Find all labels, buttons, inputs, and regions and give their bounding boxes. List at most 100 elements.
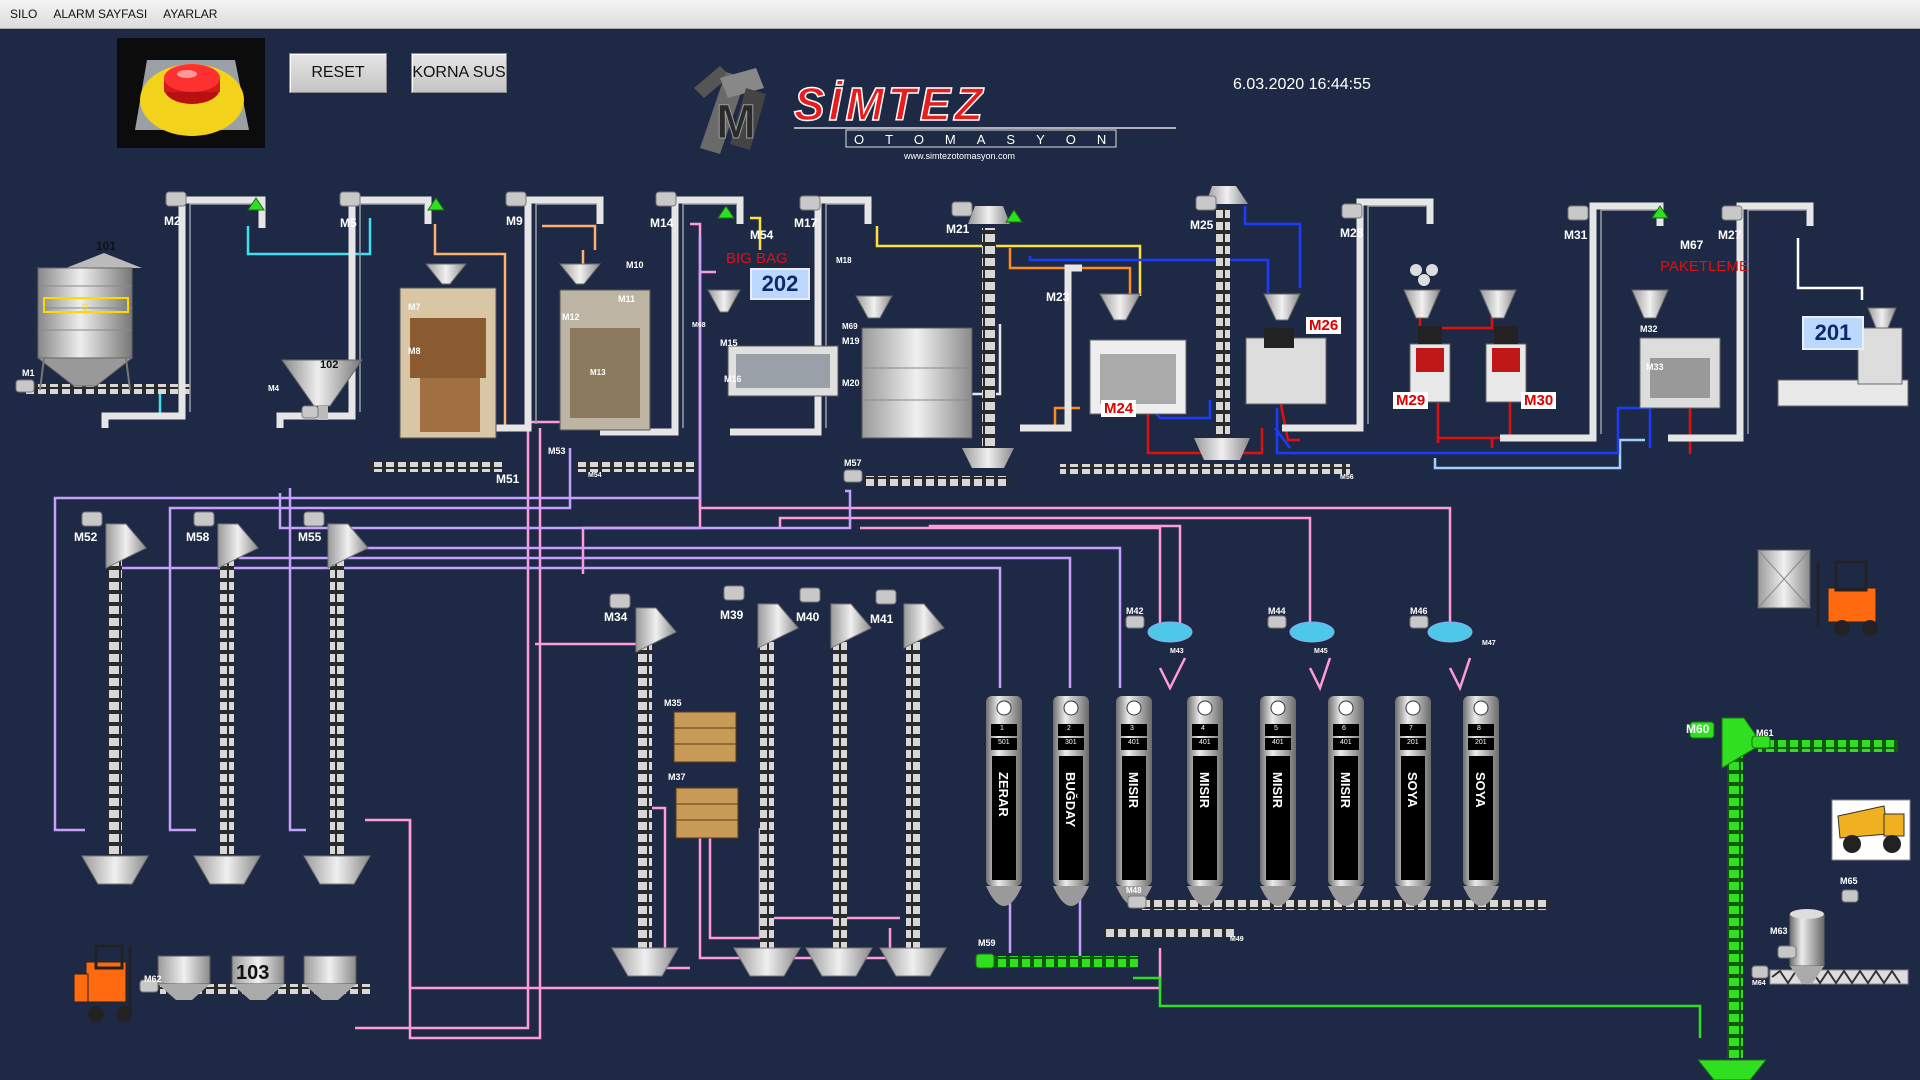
tag-m30: M30 xyxy=(1521,392,1557,409)
silo-4-name[interactable]: MISIR xyxy=(1197,772,1212,809)
silo-2-no: 2 xyxy=(1067,725,1071,732)
menu-silo[interactable]: SILO xyxy=(10,7,38,21)
elevator-heads-feet xyxy=(81,523,947,977)
motor-m57[interactable]: M57 xyxy=(844,458,862,468)
motor-m52[interactable]: M52 xyxy=(74,530,98,544)
distributors xyxy=(1147,621,1473,643)
motor-m47[interactable]: M47 xyxy=(1482,640,1496,647)
motor-m33[interactable]: M33 xyxy=(1646,362,1664,372)
motor-m48[interactable]: M48 xyxy=(1126,886,1142,895)
motor-m31[interactable]: M31 xyxy=(1564,228,1588,242)
motor-m23[interactable]: M23 xyxy=(1046,290,1070,304)
motor-m54-low[interactable]: M54 xyxy=(588,472,602,479)
svg-text:M: M xyxy=(716,96,756,149)
motor-m10[interactable]: M10 xyxy=(626,260,644,270)
motor-m40[interactable]: M40 xyxy=(796,610,820,624)
horn-silence-button[interactable]: KORNA SUS xyxy=(411,53,507,93)
motor-m51[interactable]: M51 xyxy=(496,472,520,486)
silo-6-name[interactable]: MISIR xyxy=(1338,772,1353,809)
silo-2-name[interactable]: BUĞDAY xyxy=(1063,772,1078,828)
motor-m20[interactable]: M20 xyxy=(842,378,860,388)
silo-7-code: 201 xyxy=(1407,739,1419,746)
logo-url-text: www.simtezotomasyon.com xyxy=(903,151,1015,161)
motor-m42[interactable]: M42 xyxy=(1126,606,1144,616)
motor-m53[interactable]: M53 xyxy=(548,446,566,456)
silo-1-name[interactable]: ZERAR xyxy=(996,772,1011,817)
silo-6-code: 401 xyxy=(1340,739,1352,746)
chain-elevators-top xyxy=(962,186,1250,468)
motor-m32[interactable]: M32 xyxy=(1640,324,1658,334)
motor-m4[interactable]: M4 xyxy=(268,384,280,393)
motor-m34[interactable]: M34 xyxy=(604,610,628,624)
silo-3-no: 3 xyxy=(1130,725,1134,732)
motor-m60[interactable]: M60 xyxy=(1686,722,1710,736)
bigbag-label: BIG BAG xyxy=(726,250,788,267)
motor-icons xyxy=(15,191,1859,993)
process-diagram: 101 0 102 xyxy=(15,186,1911,1080)
silo-6-no: 6 xyxy=(1342,725,1346,732)
motor-m61[interactable]: M61 xyxy=(1756,728,1774,738)
motor-m49[interactable]: M49 xyxy=(1230,936,1244,943)
motor-m54-top[interactable]: M54 xyxy=(750,228,774,242)
silo-5-no: 5 xyxy=(1274,725,1278,732)
motor-m2[interactable]: M2 xyxy=(164,214,181,228)
motor-m1[interactable]: M1 xyxy=(22,368,35,378)
motor-m8[interactable]: M8 xyxy=(408,346,421,356)
motor-m62[interactable]: M62 xyxy=(144,974,162,984)
menu-settings[interactable]: AYARLAR xyxy=(163,7,218,21)
motor-m12[interactable]: M12 xyxy=(562,312,580,322)
motor-m45[interactable]: M45 xyxy=(1314,648,1328,655)
motor-m7[interactable]: M7 xyxy=(408,302,421,312)
reset-button[interactable]: RESET xyxy=(289,53,387,93)
tag-m24: M24 xyxy=(1101,400,1137,417)
silo-5-code: 401 xyxy=(1272,739,1284,746)
motor-m41[interactable]: M41 xyxy=(870,612,894,626)
silo-7-name[interactable]: SOYA xyxy=(1405,772,1420,808)
silo-2-code: 301 xyxy=(1065,739,1077,746)
motor-m58[interactable]: M58 xyxy=(186,530,210,544)
emergency-stop-button[interactable] xyxy=(117,38,265,148)
motor-m56[interactable]: M56 xyxy=(1340,474,1354,481)
motor-m5[interactable]: M5 xyxy=(340,216,357,230)
screw-conveyors xyxy=(26,384,1909,994)
silo-8-code: 201 xyxy=(1475,739,1487,746)
simtez-logo: M SİMTEZ OTOMASYON www.simtezotomasyon.c… xyxy=(686,48,1186,168)
hopper-102-label: 102 xyxy=(320,359,338,371)
motor-m55[interactable]: M55 xyxy=(298,530,322,544)
bin-201: 201 xyxy=(1802,316,1864,350)
motor-m18[interactable]: M18 xyxy=(836,256,852,265)
motor-m14[interactable]: M14 xyxy=(650,216,674,230)
motor-m64[interactable]: M64 xyxy=(1752,980,1766,987)
motor-m28[interactable]: M28 xyxy=(1340,226,1364,240)
motor-m11[interactable]: M11 xyxy=(618,294,636,304)
motor-m13[interactable]: M13 xyxy=(590,368,606,377)
motor-m65[interactable]: M65 xyxy=(1840,876,1858,886)
motor-m21[interactable]: M21 xyxy=(946,222,970,236)
motor-m69[interactable]: M69 xyxy=(842,322,858,331)
motor-m39[interactable]: M39 xyxy=(720,608,744,622)
motor-m46[interactable]: M46 xyxy=(1410,606,1428,616)
motor-m59[interactable]: M59 xyxy=(978,938,996,948)
motor-m44[interactable]: M44 xyxy=(1268,606,1286,616)
motor-m9[interactable]: M9 xyxy=(506,214,523,228)
motor-m15[interactable]: M15 xyxy=(720,338,738,348)
motor-m68[interactable]: M68 xyxy=(692,322,706,329)
motor-m35[interactable]: M35 xyxy=(664,698,682,708)
silo-101-label: 101 xyxy=(96,239,116,253)
motor-m19[interactable]: M19 xyxy=(842,336,860,346)
logo-brand-text: SİMTEZ xyxy=(794,78,987,130)
motor-m37[interactable]: M37 xyxy=(668,772,686,782)
menu-alarm-page[interactable]: ALARM SAYFASI xyxy=(53,7,148,21)
silo-101-level: 0 xyxy=(82,302,88,314)
silo-5-name[interactable]: MISIR xyxy=(1270,772,1285,809)
motor-m67[interactable]: M67 xyxy=(1680,238,1704,252)
silo-3-name[interactable]: MISIR xyxy=(1126,772,1141,809)
motor-m17[interactable]: M17 xyxy=(794,216,818,230)
motor-m25[interactable]: M25 xyxy=(1190,218,1214,232)
motor-m43[interactable]: M43 xyxy=(1170,648,1184,655)
dump-truck-icon xyxy=(1831,799,1911,861)
silo-8-name[interactable]: SOYA xyxy=(1473,772,1488,808)
motor-m63[interactable]: M63 xyxy=(1770,926,1788,936)
motor-m27[interactable]: M27 xyxy=(1718,228,1742,242)
motor-m16[interactable]: M16 xyxy=(724,374,742,384)
